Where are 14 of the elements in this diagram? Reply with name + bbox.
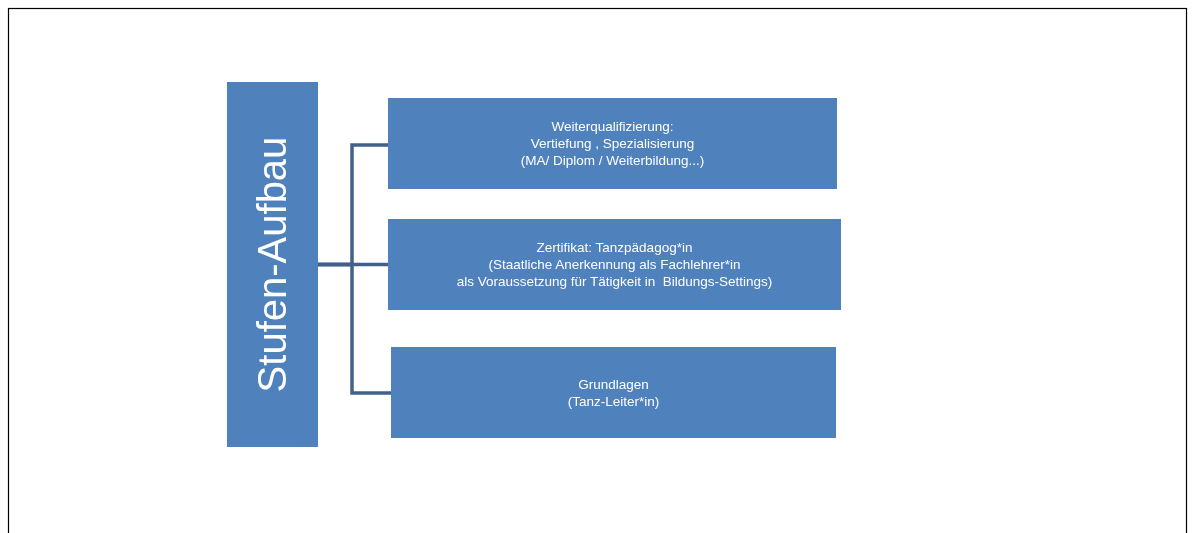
stage-text: (MA/ Diplom / Weiterbildung...) (520, 152, 705, 169)
stage-text: (Tanz-Leiter*in) (567, 392, 660, 410)
stage-text: Zertifikat: Tanzpädagog*in (536, 239, 693, 256)
vertical-heading: Stufen-Aufbau (250, 136, 295, 393)
stage-text: Grundlagen (578, 375, 649, 393)
bracket-connector (318, 262, 391, 395)
stage-box (388, 98, 837, 189)
stage-text: Weiterqualifizierung: (551, 118, 674, 135)
stage-box (391, 347, 836, 438)
stage-text: als Voraussetzung für Tätigkeit in Bildungs-Settings) (456, 273, 773, 290)
title-bar (227, 82, 318, 447)
stage-text: Vertiefung , Spezialisierung (530, 135, 695, 152)
stage-text: (Staatliche Anerkennung als Fachlehrer*in (488, 256, 741, 273)
stage-box (388, 219, 841, 310)
